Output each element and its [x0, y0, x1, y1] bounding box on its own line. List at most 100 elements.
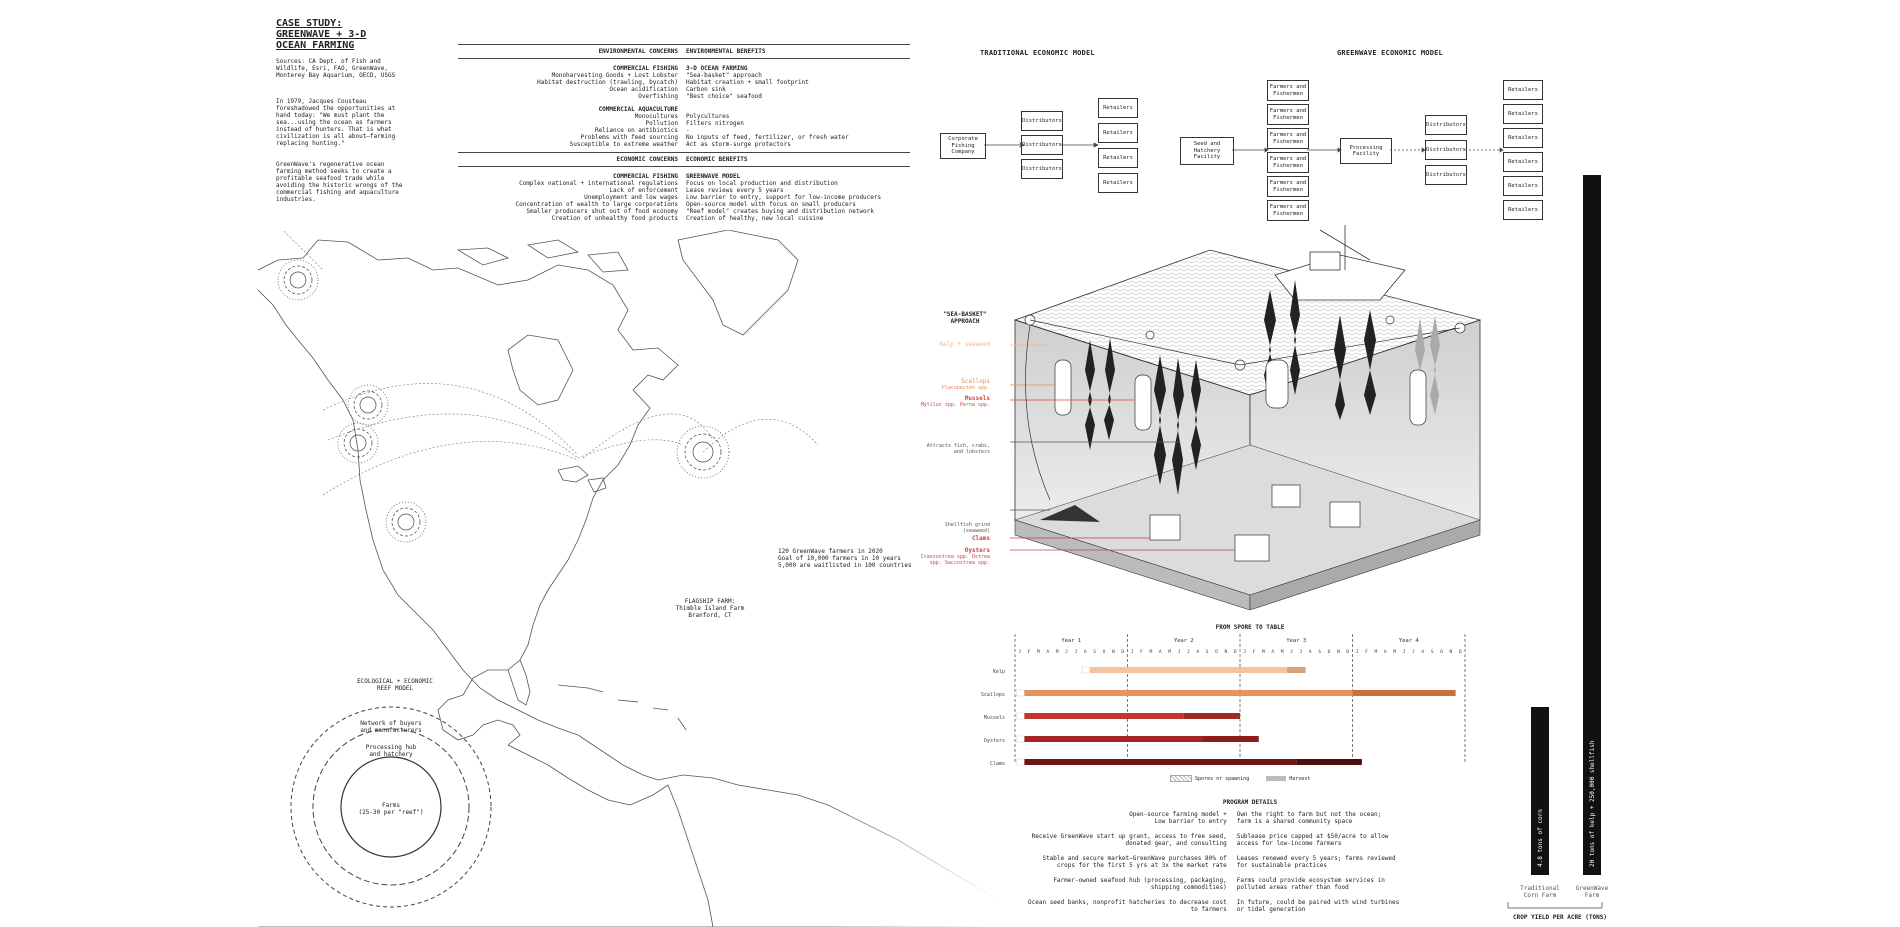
- greenwave-model-title: GREENWAVE ECONOMIC MODEL: [1337, 49, 1443, 57]
- farmers-box: Farmers and Fishermen: [1267, 104, 1309, 125]
- farmers-box: Farmers and Fishermen: [1267, 128, 1309, 149]
- traditional-model-title: TRADITIONAL ECONOMIC MODEL: [980, 49, 1095, 57]
- timeline-row-label: Scallops: [981, 692, 1005, 698]
- year-label: Year 1: [1061, 638, 1081, 644]
- month-label: J: [1018, 649, 1021, 655]
- retailer-box: Retailers: [1503, 200, 1543, 220]
- oyster-cages: [1149, 484, 1361, 562]
- table-row: Open-source farming model + Low barrier …: [1129, 811, 1382, 825]
- month-label: J: [1187, 649, 1190, 655]
- scallops-label: Scallops Placopecten spp.: [941, 378, 990, 391]
- corporate-fishing-box: Corporate Fishing Company: [940, 133, 986, 159]
- month-label: S: [1206, 649, 1209, 655]
- econ-header-right: ECONOMIC BENEFITS: [686, 156, 748, 163]
- spores-swatch: [1170, 775, 1192, 782]
- month-label: S: [1431, 649, 1434, 655]
- sea-basket-diagram: [1010, 225, 1482, 610]
- program-details-table: Open-source farming model + Low barrier …: [1000, 811, 1420, 913]
- processing-facility-box: Processing Facility: [1340, 138, 1392, 164]
- timeline-row-label: Clams: [990, 761, 1005, 767]
- year-label: Year 4: [1399, 638, 1420, 644]
- month-label: O: [1215, 649, 1218, 655]
- month-label: O: [1103, 649, 1106, 655]
- retailer-box: Retailers: [1503, 152, 1543, 172]
- sources-text: Sources: CA Dept. of Fish and Wildlife, …: [276, 58, 396, 79]
- month-label: M: [1262, 649, 1265, 655]
- farmers-box: Farmers and Fishermen: [1267, 152, 1309, 173]
- month-label: J: [1403, 649, 1406, 655]
- table-row: Stable and secure market—GreenWave purch…: [1042, 855, 1396, 869]
- month-label: A: [1046, 649, 1049, 655]
- month-label: J: [1178, 649, 1181, 655]
- timeline-bar: [1024, 690, 1353, 696]
- yield-label-corn: Traditional Corn Farm: [1520, 885, 1560, 899]
- timeline-harvest-bar: [1352, 690, 1456, 696]
- month-label: F: [1028, 649, 1031, 655]
- year-label: Year 3: [1286, 638, 1306, 644]
- seed-hatchery-box: Seed and Hatchery Facility: [1180, 137, 1234, 165]
- distributor-box: Distributors: [1021, 111, 1063, 131]
- month-label: D: [1459, 649, 1462, 655]
- label-leaders: [1010, 344, 1235, 551]
- fishing-boat-icon: [1274, 225, 1406, 301]
- reef-model-diagram: [290, 706, 492, 908]
- clams-label: Clams: [971, 535, 990, 542]
- month-label: O: [1440, 649, 1443, 655]
- month-label: J: [1300, 649, 1303, 655]
- timeline-row-label: Kelp: [993, 669, 1005, 675]
- retailer-box: Retailers: [1098, 98, 1138, 118]
- shellfish-grind-label: Shellfish grind (seaweed): [944, 522, 990, 534]
- ring-farms: [340, 756, 442, 858]
- attracts-fish-label: Attracts fish, crabs, and lobsters: [926, 443, 990, 455]
- distributor-box: Distributors: [1021, 159, 1063, 179]
- title-line-3: OCEAN FARMING: [276, 40, 355, 51]
- month-label: N: [1112, 649, 1115, 655]
- title-line-2: GREENWAVE + 3-D: [276, 29, 367, 40]
- scallop-nets: [1054, 359, 1427, 431]
- month-label: A: [1384, 649, 1387, 655]
- ring-buyers: [290, 706, 492, 908]
- month-label: J: [1131, 649, 1134, 655]
- env-section-title: COMMERCIAL AQUACULTURE: [598, 106, 679, 113]
- month-label: S: [1093, 649, 1096, 655]
- month-label: A: [1196, 649, 1199, 655]
- table-row: Farmer-owned seafood hub (processing, pa…: [1053, 877, 1385, 891]
- timeline-harvest-bar: [1296, 759, 1362, 765]
- retailer-box: Retailers: [1503, 80, 1543, 100]
- retailer-box: Retailers: [1503, 176, 1543, 196]
- table-row: Ocean seed banks, nonprofit hatcheries t…: [1028, 899, 1400, 913]
- farmers-box: Farmers and Fishermen: [1267, 200, 1309, 221]
- farmers-box: Farmers and Fishermen: [1267, 80, 1309, 101]
- month-label: A: [1084, 649, 1087, 655]
- month-label: D: [1234, 649, 1237, 655]
- harvest-swatch: [1266, 776, 1287, 781]
- table-row: Overfishing"Best choice" seafood: [638, 93, 762, 100]
- month-label: J: [1075, 649, 1078, 655]
- month-label: M: [1150, 649, 1153, 655]
- retailer-box: Retailers: [1503, 104, 1543, 124]
- month-label: A: [1309, 649, 1312, 655]
- month-label: A: [1271, 649, 1274, 655]
- sea-basket-title: "SEA-BASKET" APPROACH: [943, 311, 987, 325]
- ring-farms-label: Farms (25-30 per "reef"): [358, 802, 424, 816]
- table-row: Habitat destruction (trawling, bycatch)H…: [537, 79, 809, 86]
- table-row: Smaller producers shut out of food econo…: [526, 208, 874, 215]
- traditional-flow-arrows: [984, 142, 1099, 148]
- intro-body: GreenWave's regenerative ocean farming m…: [276, 161, 403, 203]
- greenwave-flow-arrows: [1232, 147, 1504, 153]
- month-label: F: [1253, 649, 1256, 655]
- env-table-header: ENVIRONMENTAL CONCERNS ENVIRONMENTAL BEN…: [458, 45, 910, 59]
- distributor-box: Distributors: [1425, 165, 1467, 185]
- yield-bar-label: 4.8 tons of corn: [1537, 809, 1544, 867]
- flagship-farm-label: FLAGSHIP FARM: Thimble Island Farm Branf…: [675, 598, 745, 619]
- env-header-right: ENVIRONMENTAL BENEFITS: [686, 48, 766, 55]
- month-label: D: [1121, 649, 1124, 655]
- timeline-spore-mark: [1016, 758, 1025, 766]
